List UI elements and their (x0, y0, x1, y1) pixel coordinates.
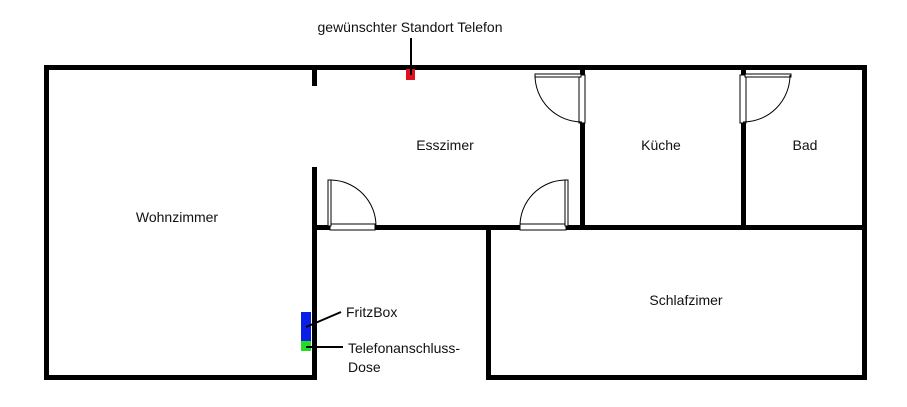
door-esszimer-right (519, 179, 569, 231)
walls (44, 65, 867, 380)
fritzbox-pointer-line (305, 311, 342, 328)
socket-label-line2: Dose (348, 359, 381, 375)
room-label-schlafzimer: Schlafzimer (649, 292, 722, 308)
socket-label-line1: Telefonanschluss- (348, 340, 460, 356)
door-bad (739, 73, 792, 124)
fritzbox-label: FritzBox (346, 304, 397, 320)
room-label-wohnzimmer: Wohnzimmer (136, 209, 219, 225)
door-esszimer-left (327, 179, 377, 231)
room-label-bad: Bad (793, 137, 818, 153)
room-label-kueche: Küche (641, 137, 681, 153)
phone-location-label: gewünschter Standort Telefon (318, 19, 503, 35)
door-kueche (534, 73, 586, 124)
room-label-esszimer: Esszimer (416, 137, 474, 153)
